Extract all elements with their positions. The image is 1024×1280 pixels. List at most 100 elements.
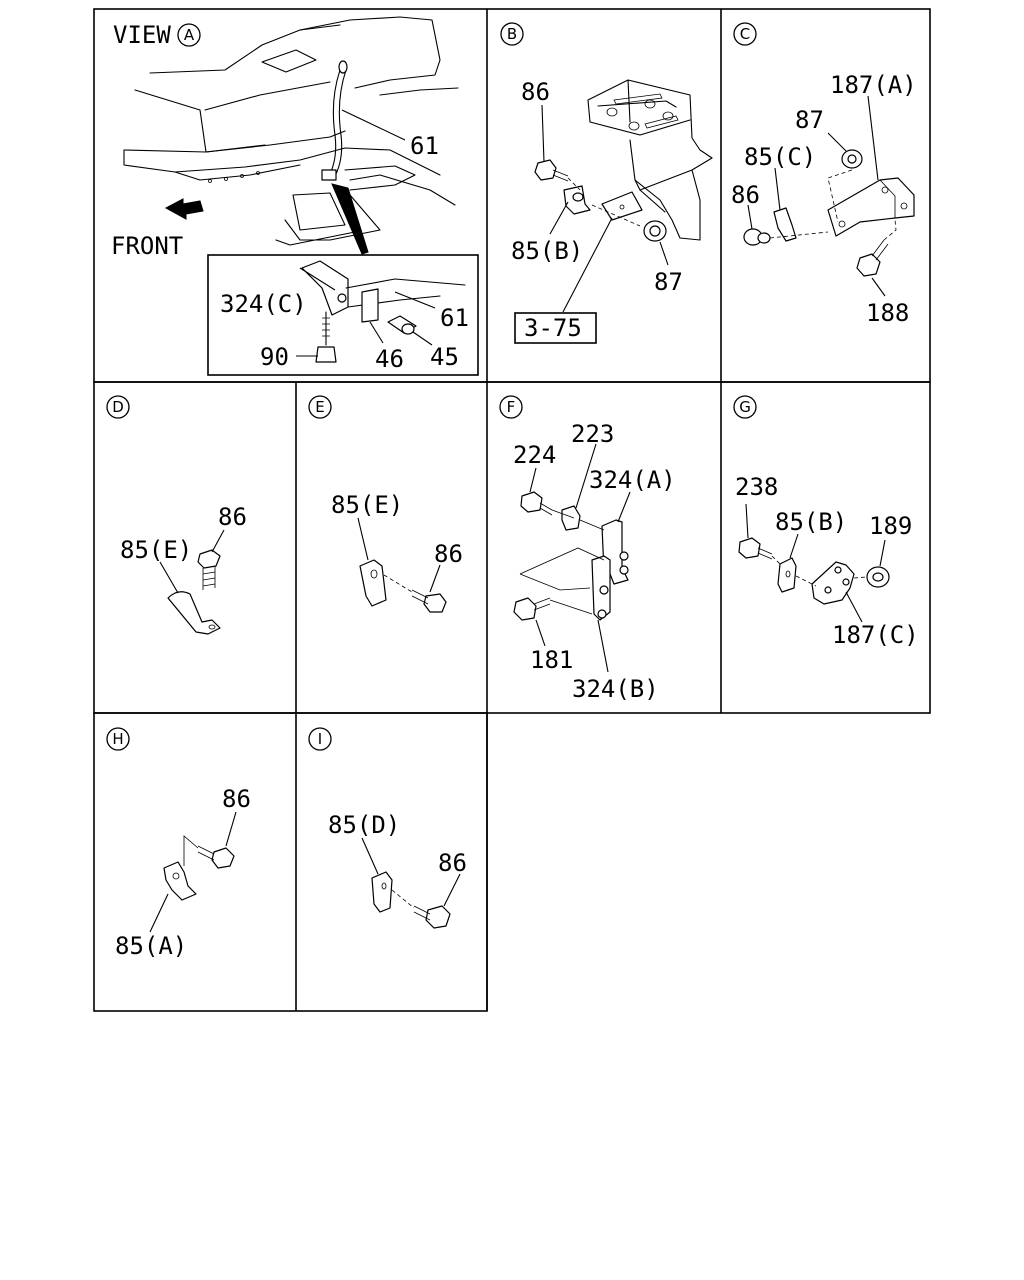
label-85a: 85(A) xyxy=(115,932,187,960)
panel-d-marker-circle xyxy=(106,395,130,419)
leader-86-c xyxy=(747,204,753,230)
panel-f-marker: F xyxy=(507,398,516,416)
leader-324c xyxy=(299,267,336,291)
ref-label: 3-75 xyxy=(524,314,582,342)
panel-a: VIEW A xyxy=(111,16,479,376)
panel-h-marker: H xyxy=(112,730,123,748)
panel-i-marker-circle xyxy=(308,727,332,751)
axis-line-c1 xyxy=(769,231,829,239)
bolt-188 xyxy=(856,239,889,277)
bolt-86-e xyxy=(411,589,447,613)
label-324c: 324(C) xyxy=(220,290,307,318)
nut-87-c xyxy=(841,149,863,169)
panel-i: I 85(D) 86 xyxy=(308,727,467,929)
leader-85e-e xyxy=(357,517,369,561)
leader-86-d xyxy=(211,529,225,553)
label-85c: 85(C) xyxy=(744,143,816,171)
leader-224 xyxy=(529,467,537,493)
inset-pointer xyxy=(331,183,369,255)
label-85b-g: 85(B) xyxy=(775,508,847,536)
nut-86-c xyxy=(743,228,771,246)
leader-87-b xyxy=(659,241,669,266)
label-86-h: 86 xyxy=(222,785,251,813)
detail-inset xyxy=(207,254,479,376)
leader-45 xyxy=(412,331,433,346)
leader-85e-d xyxy=(159,561,179,594)
leader-87-c xyxy=(827,132,847,152)
axis-line-f4 xyxy=(519,573,591,591)
cable-61 xyxy=(321,60,348,181)
axis-line-b2 xyxy=(591,204,641,227)
panel-a-marker: A xyxy=(184,26,195,44)
leader-86-e xyxy=(429,564,441,593)
leader-61-top xyxy=(341,109,406,141)
leader-324a xyxy=(617,491,631,523)
leader-ref-b xyxy=(562,217,613,313)
panel-grid xyxy=(93,8,931,1012)
clip-85a xyxy=(163,861,197,901)
ref-box xyxy=(514,312,597,344)
leader-324b xyxy=(597,619,609,673)
leader-61-inset xyxy=(394,291,436,309)
axis-line-f2 xyxy=(579,519,605,531)
label-86-b: 86 xyxy=(521,78,550,106)
label-87-b: 87 xyxy=(654,268,683,296)
bolt-224 xyxy=(520,491,553,516)
panel-g-marker: G xyxy=(739,398,751,416)
panel-c-marker: C xyxy=(740,25,750,43)
clip-85e-d xyxy=(167,591,221,635)
leader-46 xyxy=(369,321,384,344)
clip-85e-e xyxy=(359,559,387,607)
bracket-324b xyxy=(591,555,611,621)
panel-b-marker-circle xyxy=(500,22,524,46)
part-85b-b xyxy=(563,185,591,215)
axis-line-b1 xyxy=(567,177,581,191)
label-61-inset: 61 xyxy=(440,304,469,332)
leader-85d xyxy=(361,837,379,875)
panel-e: E 85(E) 86 xyxy=(308,395,463,613)
bracket-187c xyxy=(811,561,855,605)
label-90: 90 xyxy=(260,343,289,371)
leader-187a xyxy=(867,95,879,181)
panel-g-marker-circle xyxy=(733,395,757,419)
panel-e-marker-circle xyxy=(308,395,332,419)
panel-d: D 86 85(E) xyxy=(106,395,247,635)
axis-line-i xyxy=(391,889,415,909)
clip-85d xyxy=(371,871,393,913)
panel-a-marker-circle xyxy=(177,23,201,47)
leader-85c xyxy=(774,167,781,211)
axis-line-c2 xyxy=(827,169,853,223)
label-189: 189 xyxy=(869,512,912,540)
label-86-i: 86 xyxy=(438,849,467,877)
clip-85c xyxy=(773,207,797,242)
panel-g: G 238 85(B) 189 187(C) xyxy=(733,395,919,649)
label-85e-d: 85(E) xyxy=(120,536,192,564)
label-46: 46 xyxy=(375,345,404,373)
axis-line-h xyxy=(183,835,199,866)
leader-85a xyxy=(149,893,169,933)
label-224: 224 xyxy=(513,441,556,469)
label-87-c: 87 xyxy=(795,106,824,134)
panel-c: C 187(A) 87 85(C) xyxy=(731,22,917,327)
label-85d: 85(D) xyxy=(328,811,400,839)
leader-86-i xyxy=(443,873,461,907)
vehicle-body-sketch xyxy=(123,16,459,246)
leader-187c xyxy=(845,591,863,623)
label-188: 188 xyxy=(866,299,909,327)
inset-parts xyxy=(301,260,466,363)
label-61-top: 61 xyxy=(410,132,439,160)
label-187a: 187(A) xyxy=(830,71,917,99)
clip-85b-g xyxy=(777,557,797,593)
bracket-187a xyxy=(827,177,915,237)
axis-line-f3 xyxy=(519,547,605,575)
label-86-c: 86 xyxy=(731,181,760,209)
clip-223 xyxy=(561,505,581,531)
panel-b-marker: B xyxy=(507,25,517,43)
bracket-b xyxy=(587,79,713,241)
label-324b: 324(B) xyxy=(572,675,659,703)
leader-188 xyxy=(871,277,886,297)
leader-85b-b xyxy=(549,201,569,235)
label-86-e: 86 xyxy=(434,540,463,568)
axis-line-c3 xyxy=(883,219,897,241)
label-85b-b: 85(B) xyxy=(511,237,583,265)
